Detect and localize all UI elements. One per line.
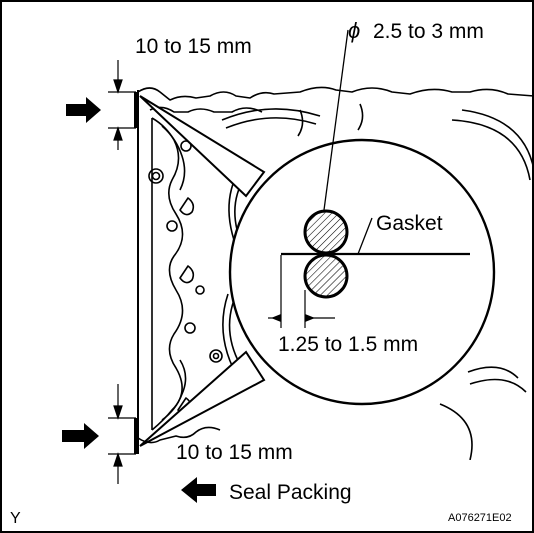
detail-circle [228,138,496,406]
seal-packing-bottom [134,418,139,454]
corner-letter: Y [10,510,21,527]
gasket-label: Gasket [376,212,443,235]
legend-arrow-icon [181,477,216,503]
diameter-label: 2.5 to 3 mm [373,20,484,43]
dimension-bottom [108,384,136,484]
seal-bead-upper [303,209,349,255]
arrow-bottom-icon [62,423,99,449]
arrow-top-icon [66,97,101,123]
detail-contents [268,29,470,328]
dimension-top [108,60,136,150]
offset-label: 1.25 to 1.5 mm [278,333,418,356]
seal-packing-strip [134,92,139,454]
bottom-dimension-label: 10 to 15 mm [176,441,293,464]
figure-code: A076271E02 [448,512,512,524]
callout-wedges [139,95,266,447]
legend-label: Seal Packing [229,481,352,504]
seal-bead-lower [303,253,349,299]
gasket-leader [357,217,373,255]
top-dimension-label: 10 to 15 mm [135,35,252,58]
seal-pointer-arrows [62,97,216,503]
diameter-leader [323,29,349,211]
diameter-symbol: ϕ [348,18,360,43]
seal-packing-top [134,92,139,128]
